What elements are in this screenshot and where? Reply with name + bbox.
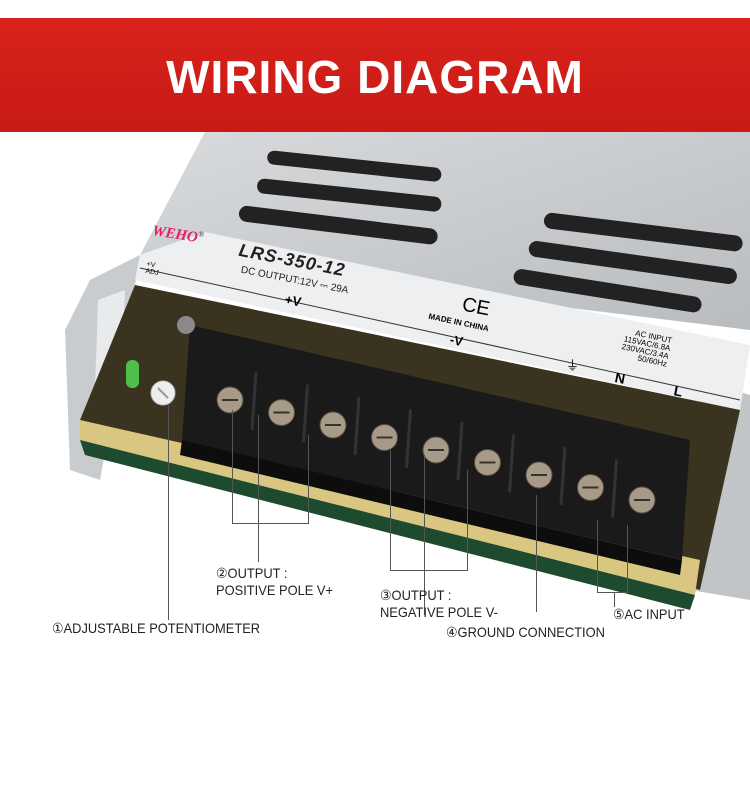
leader-bracket-5 <box>597 520 598 593</box>
callout-negative-title: ③OUTPUT : <box>380 587 452 603</box>
callout-ground: ④GROUND CONNECTION <box>446 624 605 640</box>
ground-symbol: ⏚ <box>566 358 580 373</box>
dc-symbol: ⎓ <box>319 280 329 293</box>
leader-bracket-5b <box>627 525 628 593</box>
banner-title: WIRING DIAGRAM <box>166 51 584 103</box>
callout-positive-output: ②OUTPUT : POSITIVE POLE V+ <box>216 565 333 599</box>
callout-negative-output: ③OUTPUT : NEGATIVE POLE V- <box>380 587 498 621</box>
leader-bracket-3b <box>467 470 468 571</box>
leader-bracket-5c <box>597 592 628 593</box>
plus-v-label: +V <box>283 291 303 310</box>
terminal-divider <box>611 459 618 518</box>
leader-bracket-2c <box>232 523 309 524</box>
callout-negative-desc: NEGATIVE POLE V- <box>380 604 498 620</box>
terminal-divider <box>508 434 515 493</box>
vent-slots <box>238 150 743 313</box>
leader-bracket-3c <box>390 570 468 571</box>
adj-label: +V ADJ <box>144 260 160 277</box>
leader-line-5 <box>614 592 615 607</box>
leader-bracket-2 <box>232 410 233 524</box>
terminal-divider <box>405 409 412 468</box>
callout-positive-title: ②OUTPUT : <box>216 565 288 581</box>
terminal-divider <box>456 421 464 481</box>
terminal-divider <box>559 446 567 506</box>
callout-positive-desc: POSITIVE POLE V+ <box>216 582 334 598</box>
leader-bracket-3 <box>390 450 391 571</box>
title-banner <box>0 18 750 132</box>
ce-mark: CE <box>460 293 492 321</box>
terminal-divider <box>250 371 258 431</box>
leader-line-1 <box>168 405 169 620</box>
terminal-screws <box>216 371 656 518</box>
label-strip <box>135 232 750 410</box>
leader-line-2 <box>258 415 259 562</box>
terminal-divider <box>302 384 309 443</box>
led-indicator <box>126 360 139 388</box>
callout-potentiometer: ①ADJUSTABLE POTENTIOMETER <box>52 620 261 636</box>
leader-bracket-2b <box>308 435 309 524</box>
callout-ac-input: ⑤AC INPUT <box>613 606 685 622</box>
leader-line-3 <box>424 455 425 615</box>
leader-line-4 <box>536 495 537 612</box>
terminal-divider <box>353 396 361 456</box>
case-top <box>140 132 750 330</box>
